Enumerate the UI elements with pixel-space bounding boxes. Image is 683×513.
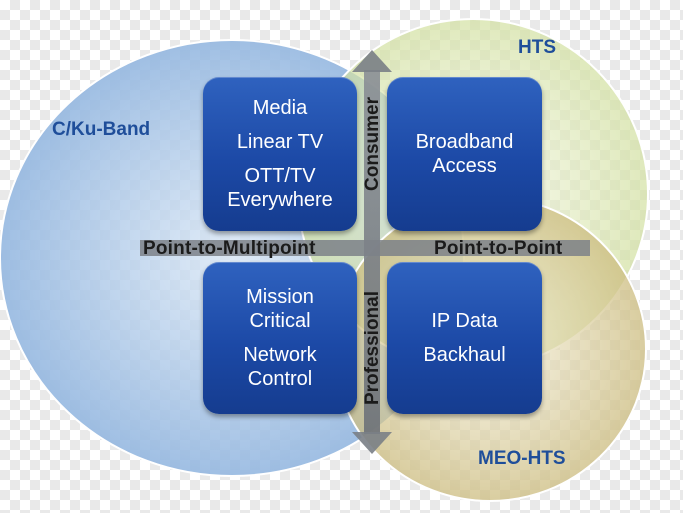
quadrant-text: Backhaul — [423, 344, 506, 366]
meo-hts-label: MEO-HTS — [478, 448, 566, 469]
c-ku-band-label: C/Ku-Band — [52, 119, 151, 140]
consumer-label: Consumer — [362, 97, 383, 191]
quadrant-text: Broadband — [415, 131, 514, 153]
quadrant-top-right: Broadband Access — [387, 77, 542, 231]
quadrant-text: OTT/TV — [244, 165, 316, 187]
horizontal-axis-arrow — [140, 240, 590, 256]
hts-label: HTS — [518, 37, 556, 58]
quadrant-text: Control — [247, 368, 313, 390]
quadrant-text: Critical — [249, 310, 311, 332]
quadrant-top-left: Media Linear TV OTT/TV Everywhere — [203, 77, 357, 231]
quadrant-text: Access — [432, 155, 497, 177]
quadrant-text: Linear TV — [236, 131, 324, 153]
quadrant-bottom-right: IP Data Backhaul — [387, 262, 542, 414]
point-to-point-label: Point-to-Point — [434, 238, 563, 259]
quadrant-text: Media — [252, 97, 308, 119]
professional-label: Professional — [362, 290, 383, 406]
quadrant-bottom-left: Mission Critical Network Control — [203, 262, 357, 414]
point-to-multipoint-label: Point-to-Multipoint — [143, 238, 316, 259]
quadrant-text: Mission — [246, 286, 314, 308]
quadrant-text: Everywhere — [227, 189, 333, 211]
quadrant-text: IP Data — [431, 310, 498, 332]
quadrant-text: Network — [243, 344, 317, 366]
